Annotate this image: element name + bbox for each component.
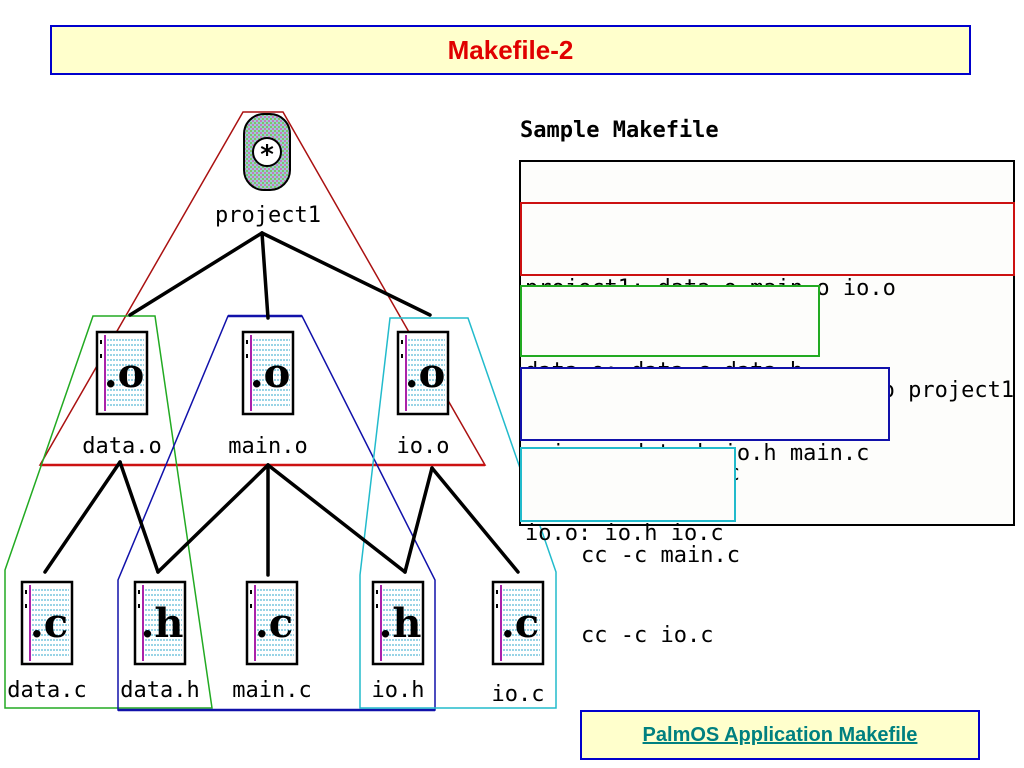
data-c-file-icon: .c — [20, 580, 74, 666]
data-o-group-outline — [4, 315, 213, 709]
edge-main-o-io-h — [266, 463, 407, 574]
edge-main-o-data-h — [156, 463, 270, 574]
makefile-rule-io-o: io.o: io.h io.c cc -c io.c — [520, 447, 736, 648]
node-label-io-h: io.h — [372, 678, 425, 703]
file-extension-label: .c — [255, 600, 293, 647]
makefile-rule-main-o: main.o: data.h io.h main.c cc -c main.c — [520, 367, 890, 568]
node-label-main-c: main.c — [232, 678, 311, 703]
main-o-file-icon: .o — [241, 330, 295, 416]
node-label-project1: project1 — [215, 203, 321, 228]
svg-text:*: * — [260, 140, 274, 170]
main-c-file-icon: .c — [245, 580, 299, 666]
node-label-data-c: data.c — [7, 678, 86, 703]
makefile-rule-project1: project1: data.o main.o io.o cc data.o m… — [520, 202, 1015, 403]
file-extension-label: .o — [104, 350, 145, 397]
io-o-group-outline — [359, 317, 557, 709]
edge-project1-io-o — [260, 231, 432, 317]
footer-banner: PalmOS Application Makefile — [580, 710, 980, 760]
data-h-file-icon: .h — [133, 580, 187, 666]
io-o-file-icon: .o — [396, 330, 450, 416]
palmos-makefile-link[interactable]: PalmOS Application Makefile — [642, 723, 918, 746]
rule-command-line: cc -c main.c — [581, 543, 740, 568]
edge-data-o-data-c — [43, 460, 122, 574]
edge-io-o-io-h — [403, 466, 434, 574]
node-label-data-o: data.o — [82, 434, 161, 459]
node-label-main-o: main.o — [228, 434, 307, 459]
node-label-data-h: data.h — [120, 678, 199, 703]
edge-io-o-io-c — [430, 466, 520, 574]
title-banner: Makefile-2 — [50, 25, 971, 75]
rule-dependency-line: io.o: io.h io.c — [525, 521, 724, 546]
edge-project1-main-o — [260, 231, 270, 320]
slide-title: Makefile-2 — [447, 34, 574, 65]
file-extension-label: .o — [405, 350, 446, 397]
file-extension-label: .h — [140, 600, 183, 647]
file-extension-label: .c — [30, 600, 68, 647]
io-c-file-icon: .c — [491, 580, 545, 666]
io-h-file-icon: .h — [371, 580, 425, 666]
makefile-rule-data-o: data.o: data.c data.h cc -c data.c — [520, 285, 820, 486]
data-o-file-icon: .o — [95, 330, 149, 416]
sample-makefile-heading: Sample Makefile — [520, 118, 719, 143]
edge-project1-data-o — [128, 231, 264, 317]
node-label-io-c: io.c — [492, 682, 545, 707]
edge-data-o-data-h — [118, 460, 160, 574]
file-extension-label: .h — [378, 600, 421, 647]
dependency-edges — [43, 231, 520, 577]
file-extension-label: .o — [250, 350, 291, 397]
node-label-io-o: io.o — [397, 434, 450, 459]
executable-icon: * — [243, 113, 291, 191]
file-extension-label: .c — [501, 600, 539, 647]
rule-command-line: cc -c io.c — [581, 623, 714, 648]
